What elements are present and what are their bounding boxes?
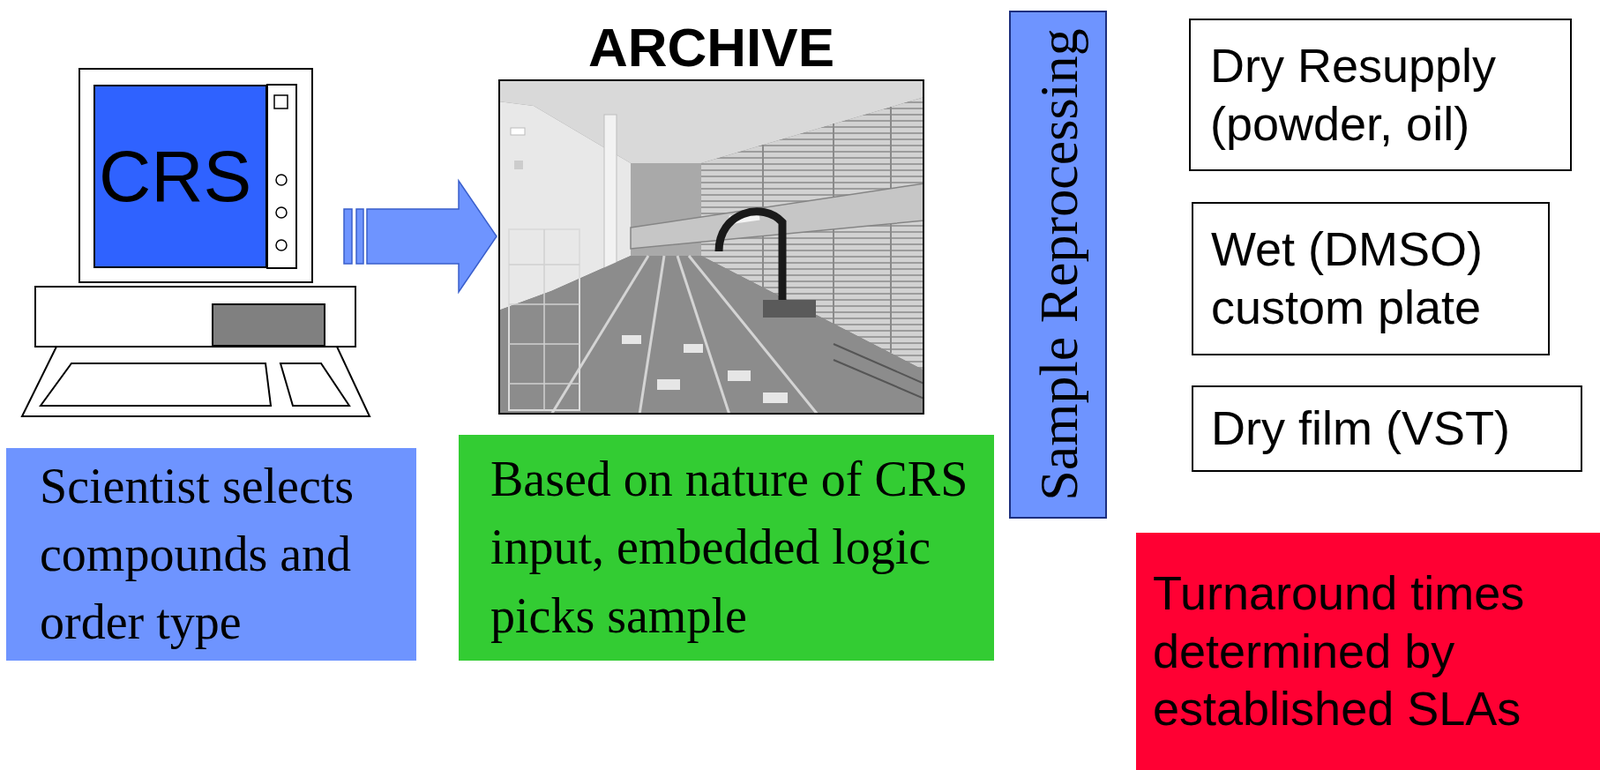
warehouse-picture xyxy=(510,127,525,135)
text-wrap: Scientist selects compounds and order ty… xyxy=(39,452,408,658)
warehouse-picture xyxy=(677,255,730,415)
warehouse-picture xyxy=(889,106,892,353)
text-wrap: Wet (DMSO) custom plate xyxy=(1211,220,1541,337)
caption-box: Based on nature of CRS input, embedded l… xyxy=(458,434,995,661)
warehouse-picture xyxy=(621,335,642,344)
warehouse-picture xyxy=(508,229,580,411)
computer-monitor xyxy=(267,84,297,269)
warehouse-picture xyxy=(498,255,925,415)
computer-monitor xyxy=(79,68,313,283)
warehouse-picture xyxy=(688,255,818,415)
band-label: Sample Reprocessing xyxy=(1027,28,1088,501)
warehouse-picture xyxy=(514,160,524,170)
warehouse-picture xyxy=(683,343,703,353)
computer-monitor xyxy=(79,68,313,283)
warehouse-picture xyxy=(657,379,681,390)
computer-base xyxy=(22,286,370,417)
text-wrap: CRS xyxy=(98,136,264,217)
connector xyxy=(343,180,497,292)
output-box: Dry film (VST) xyxy=(1191,385,1583,472)
text-wrap: Based on nature of CRS input, embedded l… xyxy=(490,445,986,651)
box-text: Dry film (VST) xyxy=(1211,399,1574,458)
warehouse-picture xyxy=(833,343,925,399)
computer-monitor xyxy=(276,174,287,186)
warehouse-picture xyxy=(833,343,925,384)
warehouse-picture xyxy=(833,359,925,399)
text-wrap: Dry film (VST) xyxy=(1211,399,1574,458)
block-arrow xyxy=(366,180,497,292)
warehouse-picture xyxy=(727,370,751,382)
caption-box: Scientist selects compounds and order ty… xyxy=(6,448,417,661)
warehouse-picture xyxy=(508,229,580,411)
warehouse-picture xyxy=(551,255,649,415)
output-box: Dry Resupply (powder, oil) xyxy=(1188,18,1572,172)
text-wrap: Turnaround times determined by establish… xyxy=(1152,564,1595,740)
note-box: Turnaround times determined by establish… xyxy=(1136,532,1600,770)
box-text: Turnaround times determined by establish… xyxy=(1152,564,1595,740)
arrow-stripe xyxy=(356,209,364,264)
warehouse-picture xyxy=(551,255,818,415)
warehouse-picture xyxy=(498,79,925,415)
warehouse-picture xyxy=(543,229,546,411)
warehouse-picture xyxy=(621,335,788,404)
box-text: Dry Resupply (powder, oil) xyxy=(1210,37,1563,154)
process-band: Sample Reprocessing xyxy=(1009,10,1107,519)
text-wrap: Dry Resupply (powder, oil) xyxy=(1210,37,1563,154)
box-text: Based on nature of CRS input, embedded l… xyxy=(490,445,986,651)
computer-monitor xyxy=(274,95,288,109)
archive-heading: ARCHIVE xyxy=(498,17,925,78)
warehouse-picture xyxy=(639,255,665,415)
archive-node: ARCHIVE xyxy=(498,17,925,415)
box-text: CRS xyxy=(98,136,264,217)
box-text: Scientist selects compounds and order ty… xyxy=(39,452,408,658)
computer-base xyxy=(280,363,350,406)
output-box: Wet (DMSO) custom plate xyxy=(1191,201,1550,356)
screen-node: CRS xyxy=(93,84,268,269)
computer-base xyxy=(212,304,325,346)
warehouse-picture xyxy=(762,299,816,318)
warehouse-picture xyxy=(604,114,617,283)
warehouse-picture xyxy=(498,79,925,415)
warehouse-picture xyxy=(718,211,783,305)
computer-monitor xyxy=(276,207,287,218)
computer-base xyxy=(35,286,356,347)
computer-monitor xyxy=(276,239,287,251)
computer-base xyxy=(40,363,271,406)
box-text: Wet (DMSO) custom plate xyxy=(1211,220,1541,337)
arrow-stripe xyxy=(343,209,352,264)
archive-photo-frame xyxy=(498,79,925,415)
warehouse-picture xyxy=(762,392,788,404)
computer-base xyxy=(22,346,370,417)
